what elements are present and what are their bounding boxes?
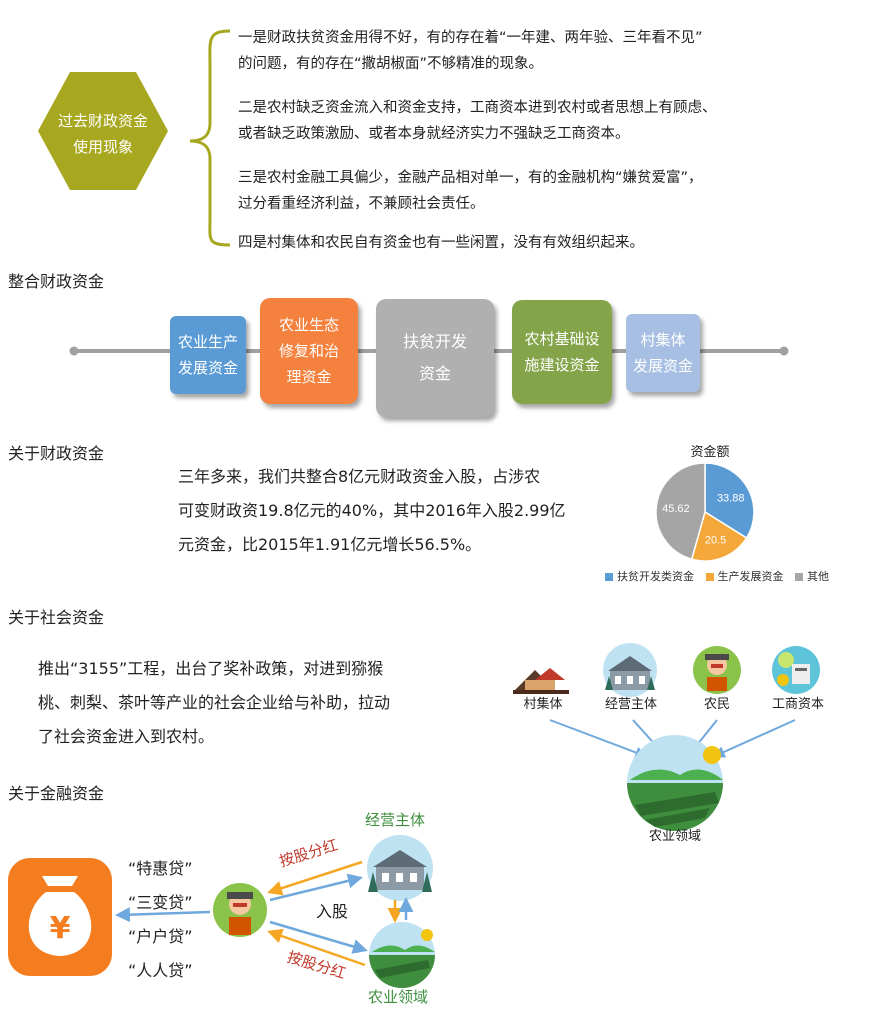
dividend-label-top: 按股分红 (278, 837, 340, 871)
farmland-icon (627, 735, 723, 831)
fiscal-line2: 可变财政资19.8亿元的40%，其中2016年入股2.99亿 (178, 501, 566, 520)
fund-village-collective: 村集体发展资金 (626, 314, 700, 392)
legend-swatch-2 (705, 573, 714, 581)
fund-4-line2: 施建设资金 (524, 356, 600, 374)
finance-top-label: 经营主体 (365, 812, 425, 829)
pie-chart: 33.88 20.5 45.62 (655, 462, 755, 562)
source-label-village: 村集体 (523, 696, 562, 711)
fund-3-line2: 资金 (418, 364, 451, 383)
pie-title: 资金额 (690, 445, 730, 460)
arrow-capital (712, 719, 796, 758)
arrow-to-bag (115, 907, 211, 923)
arrow-dividend-bottom (267, 928, 366, 967)
fund-5-line1: 村集体 (640, 331, 686, 349)
past-hexagon (38, 72, 168, 190)
legend-label-2: 生产发展资金 (717, 570, 784, 583)
past-item-1: 一是财政扶贫资金用得不好，有的存在着“一年建、两年验、三年看不见” 的问题，有的… (238, 25, 798, 77)
legend-swatch-3 (795, 573, 803, 581)
past-item-3-line1: 三是农村金融工具偏少，金融产品相对单一，有的金融机构“嫌贫爱富”， (238, 170, 703, 186)
past-hexagon-label: 过去财政资金 使用现象 (38, 108, 168, 160)
past-item-3: 三是农村金融工具偏少，金融产品相对单一，有的金融机构“嫌贫爱富”， 过分看重经济… (238, 165, 798, 217)
fund-3-line1: 扶贫开发 (402, 332, 467, 351)
legend-label-1: 扶贫开发类资金 (617, 570, 694, 583)
loan-item-3: “户户贷” (128, 927, 193, 946)
past-item-2-line1: 二是农村缺乏资金流入和资金支持，工商资本进到农村或者思想上有顾虑、 (238, 100, 717, 116)
fund-2-line3: 理资金 (286, 368, 332, 386)
finance-title: 关于金融资金 (8, 784, 105, 803)
loan-item-1: “特惠贷” (128, 859, 193, 878)
source-label-capital: 工商资本 (772, 696, 824, 711)
fund-poverty-alleviation: 扶贫开发资金 (376, 299, 494, 417)
loan-item-4: “人人贷” (128, 961, 193, 980)
social-text: 推出“3155”工程，出台了奖补政策，对进到猕猴 桃、刺梨、茶叶等产业的社会企业… (38, 652, 488, 754)
pie-slice-3 (655, 462, 706, 561)
fund-eco-restoration: 农业生态修复和治理资金 (260, 298, 358, 404)
fiscal-line3: 元资金，比2015年1.91亿元增长56.5%。 (178, 535, 482, 554)
hex-label-line2: 使用现象 (72, 138, 133, 156)
business-capital-icon (772, 646, 820, 694)
fiscal-title: 关于财政资金 (8, 444, 105, 463)
target-label: 农业领域 (649, 828, 701, 843)
dividend-label-bottom: 按股分红 (285, 949, 347, 983)
past-item-3-line2: 过分看重经济利益，不兼顾社会责任。 (238, 196, 485, 212)
invest-label: 入股 (316, 903, 348, 921)
social-title: 关于社会资金 (8, 608, 105, 627)
integration-title: 整合财政资金 (8, 272, 105, 291)
past-item-1-line2: 的问题，有的存在“撒胡椒面”不够精准的现象。 (238, 56, 544, 72)
hex-label-line1: 过去财政资金 (57, 112, 148, 130)
village-icon (513, 668, 569, 694)
money-bag-icon: ¥ (8, 858, 112, 976)
past-item-1-line1: 一是财政扶贫资金用得不好，有的存在着“一年建、两年验、三年看不见” (238, 30, 703, 46)
finance-diagram: 经营主体 农业领域 按股分红 入股 按股分红 (115, 812, 435, 1006)
past-item-2: 二是农村缺乏资金流入和资金支持，工商资本进到农村或者思想上有顾虑、 或者缺乏政策… (238, 95, 798, 147)
farmer-center-icon (213, 883, 267, 937)
finance-bottom-label: 农业领域 (368, 989, 428, 1006)
fund-1-line2: 发展资金 (177, 359, 238, 377)
pie-slice-2 (690, 510, 748, 562)
fund-5-line2: 发展资金 (632, 357, 693, 375)
legend-swatch-1 (605, 573, 613, 581)
fund-rural-infrastructure: 农村基础设施建设资金 (512, 300, 612, 404)
fund-4-line1: 农村基础设 (524, 330, 600, 348)
fiscal-text: 三年多来，我们共整合8亿元财政资金入股，占涉农 可变财政资19.8亿元的40%，… (178, 460, 628, 562)
past-brace (189, 29, 231, 247)
social-line2: 桃、刺梨、茶叶等产业的社会企业给与补助，拉动 (38, 693, 391, 712)
arrow-dividend-top (267, 860, 363, 896)
social-line1: 推出“3155”工程，出台了奖补政策，对进到猕猴 (38, 659, 384, 678)
source-label-farmer: 农民 (704, 696, 730, 711)
arrow-invest-bottom (269, 920, 368, 954)
past-item-4-line1: 四是村集体和农民自有资金也有一些闲置，没有有效组织起来。 (238, 235, 644, 251)
business-entity-icon (603, 643, 657, 697)
farmland-bottom-icon (369, 922, 435, 988)
pie-label-3: 45.62 (662, 503, 690, 515)
legend-label-3: 其他 (807, 570, 829, 583)
pie-legend: 扶贫开发类资金 生产发展资金 其他 (605, 568, 829, 584)
fund-agri-production: 农业生产发展资金 (170, 316, 246, 394)
social-diagram: 村集体 经营主体 农民 工商资本 农业领域 (513, 643, 824, 843)
fiscal-line1: 三年多来，我们共整合8亿元财政资金入股，占涉农 (178, 467, 541, 486)
svg-text:¥: ¥ (50, 911, 71, 946)
pie-label-2: 20.5 (705, 534, 726, 546)
arrow-invest-top (269, 873, 363, 902)
loan-item-2: “三变贷” (128, 893, 193, 912)
loan-list: “特惠贷” “三变贷” “户户贷” “人人贷” (128, 852, 193, 988)
past-item-2-line2: 或者缺乏政策激励、或者本身就经济实力不强缺乏工商资本。 (238, 126, 630, 142)
pie-label-1: 33.88 (717, 493, 745, 505)
fund-2-line2: 修复和治 (278, 342, 339, 360)
source-label-entity: 经营主体 (605, 696, 657, 711)
social-line3: 了社会资金进入到农村。 (38, 727, 215, 746)
fund-2-line1: 农业生态 (278, 316, 339, 334)
past-item-4: 四是村集体和农民自有资金也有一些闲置，没有有效组织起来。 (238, 230, 798, 256)
farmer-icon (693, 646, 741, 694)
arrow-village (549, 719, 648, 759)
fund-1-line1: 农业生产 (177, 333, 238, 351)
entity-icon (367, 835, 433, 901)
